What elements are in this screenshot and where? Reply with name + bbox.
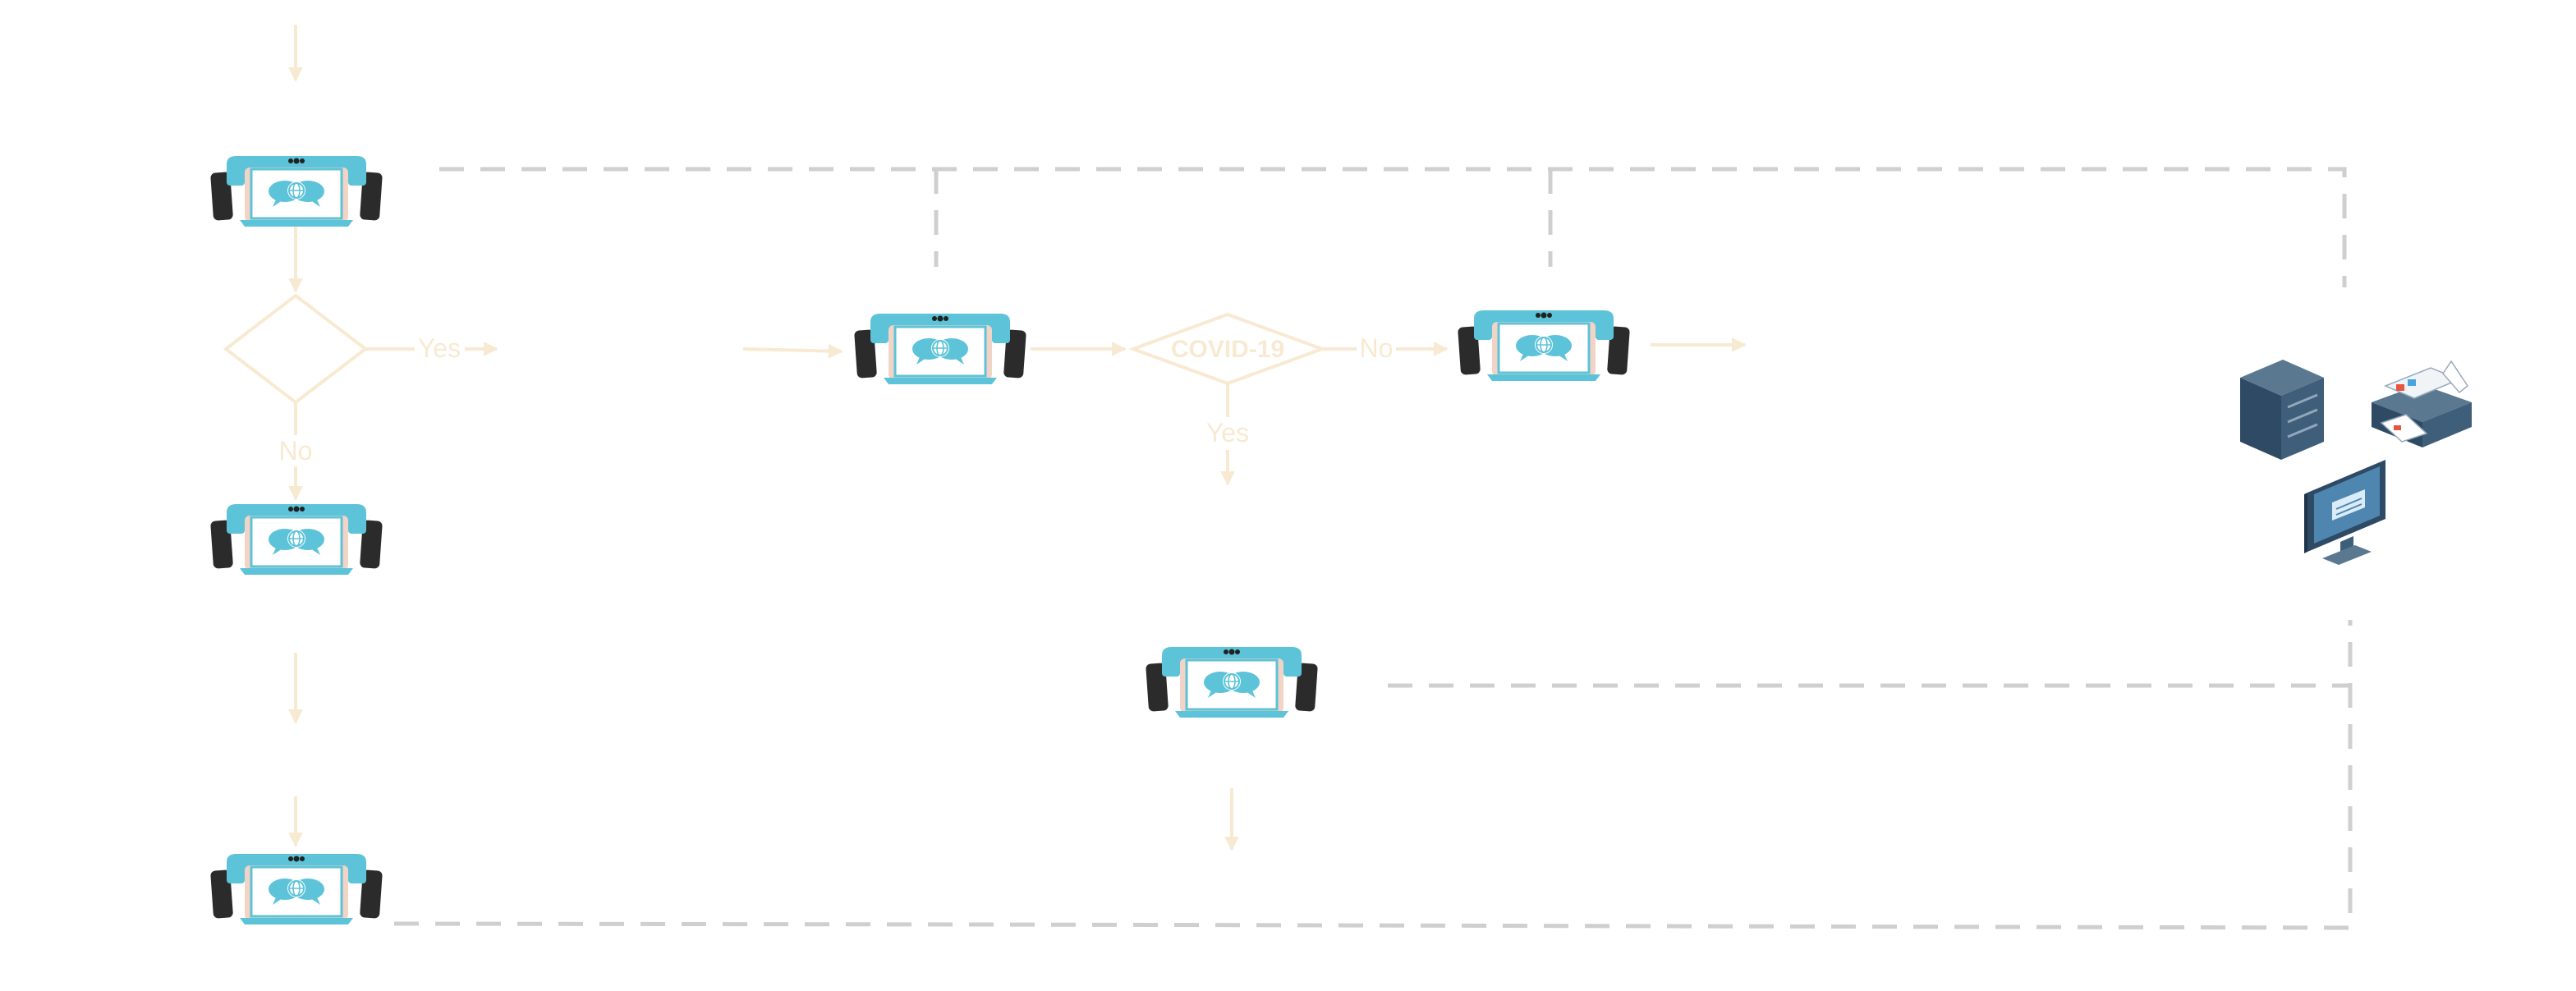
dashed-link-top-rail: [439, 167, 2347, 287]
server-icon: [2240, 360, 2324, 460]
decision-diamond-1: [223, 293, 369, 405]
edge-label-no-2: No: [1360, 333, 1394, 363]
decision-node-1: [223, 293, 369, 405]
monitor-icon: [2304, 460, 2385, 565]
flow-arrows: [288, 25, 1747, 851]
handheld-device-icon: [210, 502, 383, 576]
edge-label-no-1: No: [279, 436, 313, 466]
network-equipment: [2240, 360, 2472, 565]
handheld-device-icon: [854, 312, 1026, 386]
decision-diamond-2: [1128, 312, 1327, 386]
edge-labels: Yes No No Yes: [279, 333, 1394, 466]
decision-label-2: COVID-19: [1171, 336, 1284, 363]
arrow-to-device3: [742, 343, 843, 359]
edge-label-yes-2: Yes: [1206, 418, 1249, 447]
dashed-connections: [393, 167, 2353, 930]
edge-label-yes-1: Yes: [418, 333, 461, 363]
handheld-device-icon: [1458, 309, 1630, 383]
device-nodes: [210, 154, 1630, 926]
printer-icon: [2372, 360, 2472, 447]
decision-node-2: COVID-19: [1128, 312, 1327, 386]
handheld-device-icon: [210, 852, 383, 926]
handheld-device-icon: [1146, 645, 1318, 719]
dashed-link-bottom-rail: [393, 620, 2353, 930]
handheld-device-icon: [210, 154, 383, 228]
